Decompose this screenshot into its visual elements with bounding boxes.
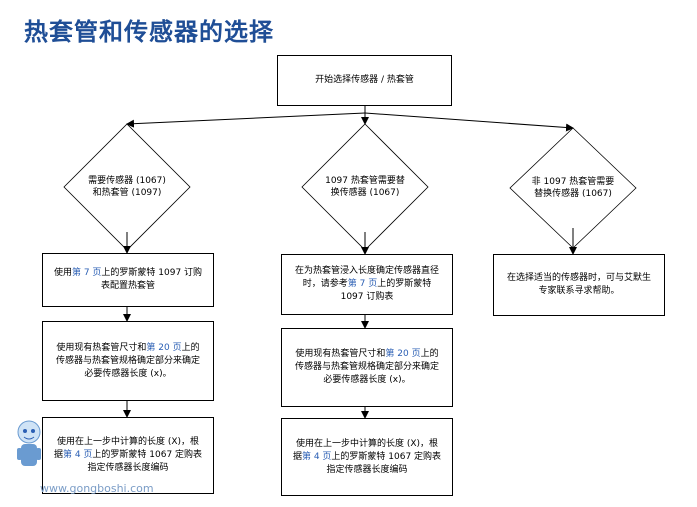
decision-right-line1: 非 1097 热套管需要 <box>531 177 615 187</box>
decision-left-line2: 和热套管 (1097) <box>92 188 162 198</box>
decision-middle-line2: 换传感器 (1067) <box>330 188 400 198</box>
mascot-logo-icon <box>17 420 41 466</box>
decision-middle-line1: 1097 热套管需要替 <box>325 176 405 186</box>
page-ref-link[interactable]: 第 4 页 <box>62 450 93 460</box>
decision-left-label: 需要传感器 (1067) 和热套管 (1097) <box>72 170 182 204</box>
start-box: 开始选择传感器 / 热套管 <box>277 55 452 106</box>
page-ref-link[interactable]: 第 7 页 <box>71 268 102 278</box>
decision-right-label: 非 1097 热套管需要 替换传感器 (1067) <box>518 171 628 205</box>
left-step-1-box: 使用第 7 页上的罗斯蒙特 1097 订购表配置热套管 <box>42 253 214 307</box>
decision-left-line1: 需要传感器 (1067) <box>88 176 166 186</box>
left-step-2-box: 使用现有热套管尺寸和第 20 页上的传感器与热套管规格确定部分来确定必要传感器长… <box>42 321 214 401</box>
left-step-3-box: 使用在上一步中计算的长度 (X)，根据第 4 页上的罗斯蒙特 1067 定购表指… <box>42 417 214 494</box>
middle-step-3-box: 使用在上一步中计算的长度 (X)，根据第 4 页上的罗斯蒙特 1067 定购表指… <box>281 418 453 496</box>
site-watermark: www.gongboshi.com <box>40 482 154 495</box>
page-ref-link[interactable]: 第 20 页 <box>146 342 182 353</box>
connector-to-right <box>364 112 574 132</box>
left-step-2-text: 使用现有热套管尺寸和第 20 页上的传感器与热套管规格确定部分来确定必要传感器长… <box>55 342 200 379</box>
middle-step-1-text: 在为热套管浸入长度确定传感器直径时，请参考第 7 页上的罗斯蒙特 1097 订购… <box>294 266 439 302</box>
left-step-1-text: 使用第 7 页上的罗斯蒙特 1097 订购表配置热套管 <box>53 268 203 291</box>
middle-step-2-text: 使用现有热套管尺寸和第 20 页上的传感器与热套管规格确定部分来确定必要传感器长… <box>294 349 439 385</box>
page-ref-link[interactable]: 第 7 页 <box>347 279 378 289</box>
decision-middle-label: 1097 热套管需要替 换传感器 (1067) <box>310 170 420 204</box>
left-step-3-text: 使用在上一步中计算的长度 (X)，根据第 4 页上的罗斯蒙特 1067 定购表指… <box>53 437 203 473</box>
connector-to-left <box>126 112 366 128</box>
middle-step-3-text: 使用在上一步中计算的长度 (X)，根据第 4 页上的罗斯蒙特 1067 定购表指… <box>292 438 442 475</box>
middle-step-2-box: 使用现有热套管尺寸和第 20 页上的传感器与热套管规格确定部分来确定必要传感器长… <box>281 328 453 407</box>
right-step-box: 在选择适当的传感器时，可与艾默生专家联系寻求帮助。 <box>493 254 665 316</box>
right-step-text: 在选择适当的传感器时，可与艾默生专家联系寻求帮助。 <box>506 273 651 296</box>
decision-right-line2: 替换传感器 (1067) <box>534 189 612 199</box>
page-ref-link[interactable]: 第 4 页 <box>301 451 332 462</box>
middle-step-1-box: 在为热套管浸入长度确定传感器直径时，请参考第 7 页上的罗斯蒙特 1097 订购… <box>281 254 453 315</box>
page-title: 热套管和传感器的选择 <box>24 18 274 46</box>
start-label: 开始选择传感器 / 热套管 <box>315 75 414 85</box>
page-ref-link[interactable]: 第 20 页 <box>385 349 421 359</box>
